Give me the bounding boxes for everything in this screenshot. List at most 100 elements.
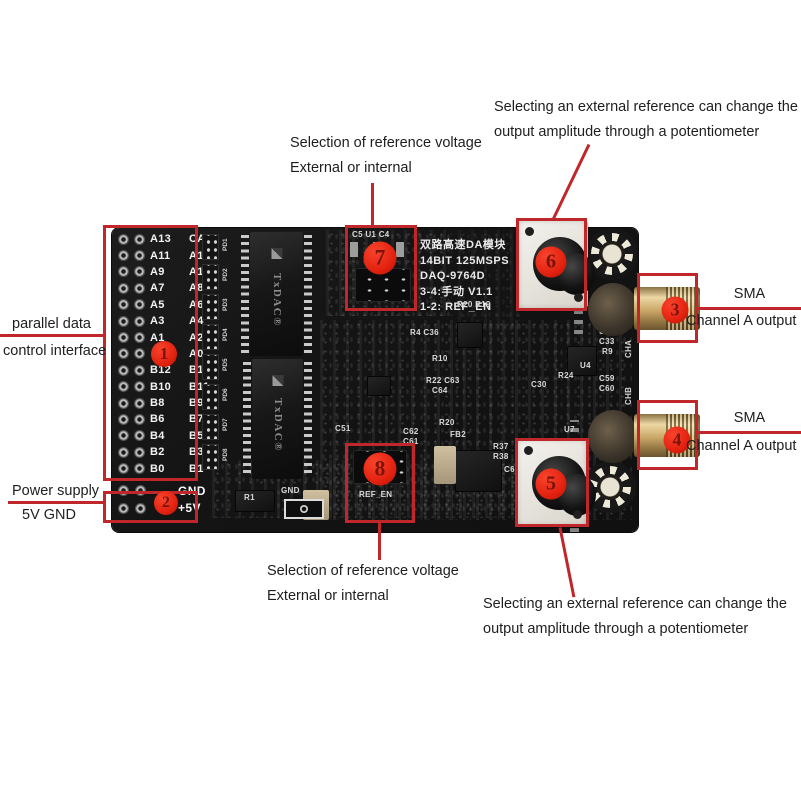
silkscreen-label: CHA bbox=[624, 339, 633, 358]
dac-chip-label: TxDAC® bbox=[270, 273, 283, 328]
resistor-pack-column: PD1 PD2 PD3 PD4 bbox=[202, 233, 230, 470]
silkscreen-label: GND bbox=[281, 486, 300, 495]
label-channel-a-bottom: Channel A output bbox=[686, 438, 797, 454]
pin-hole bbox=[134, 446, 145, 458]
resistor-pack: PD6 bbox=[202, 383, 230, 410]
resistor-pack-label: PD7 bbox=[222, 418, 229, 431]
resistor-pack: PD3 bbox=[202, 293, 230, 320]
silkscreen-label: U7 bbox=[564, 425, 575, 434]
silkscreen-label: R9 bbox=[602, 347, 613, 356]
screw-dot bbox=[525, 227, 534, 236]
power-pin-label: GND bbox=[178, 483, 206, 498]
silkscreen-label: C62 bbox=[403, 427, 419, 436]
pin-label: A3 bbox=[150, 315, 165, 328]
silkscreen-title-line: 14BIT 125MSPS bbox=[420, 254, 510, 267]
ic-chip bbox=[457, 322, 483, 348]
adi-logo bbox=[271, 248, 282, 259]
callout-line-power bbox=[8, 501, 103, 504]
pin-hole bbox=[134, 364, 145, 376]
marker-circle: 7 bbox=[363, 241, 397, 275]
resistor-pack-body bbox=[202, 443, 219, 470]
silkscreen-label: C33 bbox=[599, 337, 615, 346]
ic-chip bbox=[235, 490, 275, 512]
callout-box-jumper-bottom bbox=[345, 443, 415, 523]
resistor-pack-body bbox=[202, 413, 219, 440]
label-line: External or internal bbox=[290, 160, 412, 176]
callout-line-pot-top bbox=[551, 143, 591, 221]
label-line: Selecting an external reference can chan… bbox=[494, 99, 798, 115]
pin-hole bbox=[134, 463, 145, 475]
resistor-pack: PD2 bbox=[202, 263, 230, 290]
resistor-pack-body bbox=[202, 353, 219, 380]
marker-number: 8 bbox=[374, 456, 386, 481]
pin-hole bbox=[118, 485, 129, 497]
callout-line-jumper-top bbox=[371, 183, 374, 225]
ic-chip bbox=[567, 346, 597, 376]
pin-hole bbox=[118, 381, 129, 393]
chip-pins bbox=[304, 362, 312, 476]
label-channel-a-top: Channel A output bbox=[686, 313, 797, 329]
callout-line-sma-bottom bbox=[698, 431, 801, 434]
silkscreen-label: U4 bbox=[580, 361, 591, 370]
pin-label: B2 bbox=[150, 446, 165, 459]
pin-hole bbox=[134, 315, 145, 327]
pin-hole bbox=[134, 430, 145, 442]
callout-line-pot-bottom bbox=[558, 527, 576, 598]
callout-box-sma-bottom bbox=[637, 400, 698, 470]
silkscreen-label: C6 bbox=[504, 465, 515, 474]
silkscreen-title-line: 1-2: REF_EN bbox=[420, 301, 492, 313]
silkscreen-label: R22 C63 bbox=[426, 376, 460, 385]
chip-pins bbox=[243, 362, 251, 476]
marker-number: 6 bbox=[545, 250, 557, 273]
silkscreen-label: C64 bbox=[432, 386, 448, 395]
pin-hole bbox=[118, 397, 129, 409]
label-external-reference-bottom: Selecting an external reference can chan… bbox=[483, 592, 787, 642]
sma-body bbox=[588, 410, 638, 463]
silkscreen-title-line: 双路高速DA模块 bbox=[420, 239, 506, 251]
silkscreen-label: FB2 bbox=[450, 430, 467, 439]
marker-number: 2 bbox=[162, 494, 170, 512]
pin-hole bbox=[134, 299, 145, 311]
marker-number: 4 bbox=[672, 429, 682, 450]
label-reference-voltage-bottom: Selection of reference voltage External … bbox=[267, 559, 459, 609]
gnd-test-point bbox=[284, 499, 324, 519]
callout-line-jumper-bottom bbox=[378, 523, 381, 560]
silkscreen-label: C61 bbox=[403, 437, 419, 446]
silkscreen-title-line: DAQ-9764D bbox=[420, 270, 486, 282]
pin-hole bbox=[118, 463, 129, 475]
pin-hole bbox=[118, 266, 129, 278]
resistor-pack-body bbox=[202, 323, 219, 350]
resistor-pack-body bbox=[202, 383, 219, 410]
resistor-pack-label: PD8 bbox=[222, 448, 229, 461]
silkscreen-label: R24 bbox=[558, 371, 574, 380]
silkscreen-label: R1 bbox=[244, 493, 255, 502]
pin-label: B12 bbox=[150, 364, 172, 377]
label-reference-voltage-top: Selection of reference voltage External … bbox=[290, 131, 482, 181]
resistor-pack-label: PD1 bbox=[222, 238, 229, 251]
resistor-pack-body bbox=[202, 293, 219, 320]
tantalum-capacitor bbox=[434, 446, 456, 484]
sma-body bbox=[588, 283, 638, 336]
pin-label: A1 bbox=[150, 331, 165, 344]
label-control-interface: control interface bbox=[3, 343, 107, 359]
resistor-pack-body bbox=[202, 263, 219, 290]
silkscreen-label: R20 R19 bbox=[457, 300, 491, 309]
pin-row: B8 B9 bbox=[118, 395, 217, 411]
silkscreen-label: R10 bbox=[432, 354, 448, 363]
silkscreen-label: C59 bbox=[599, 374, 615, 383]
pin-hole bbox=[118, 315, 129, 327]
pin-hole bbox=[118, 282, 129, 294]
silkscreen-label: CHB bbox=[624, 386, 633, 405]
pin-label: B10 bbox=[150, 380, 172, 393]
silkscreen-label: C51 bbox=[335, 424, 351, 433]
pin-hole bbox=[134, 282, 145, 294]
silkscreen-label: R37 bbox=[493, 442, 509, 451]
resistor-pack: PD5 bbox=[202, 353, 230, 380]
silkscreen-label: R38 bbox=[493, 452, 509, 461]
pin-label: A13 bbox=[150, 233, 172, 246]
resistor-pack-label: PD4 bbox=[222, 328, 229, 341]
marker-circle: 4 bbox=[663, 426, 691, 454]
label-parallel-data: parallel data bbox=[12, 316, 91, 332]
label-sma-top: SMA bbox=[733, 286, 766, 302]
